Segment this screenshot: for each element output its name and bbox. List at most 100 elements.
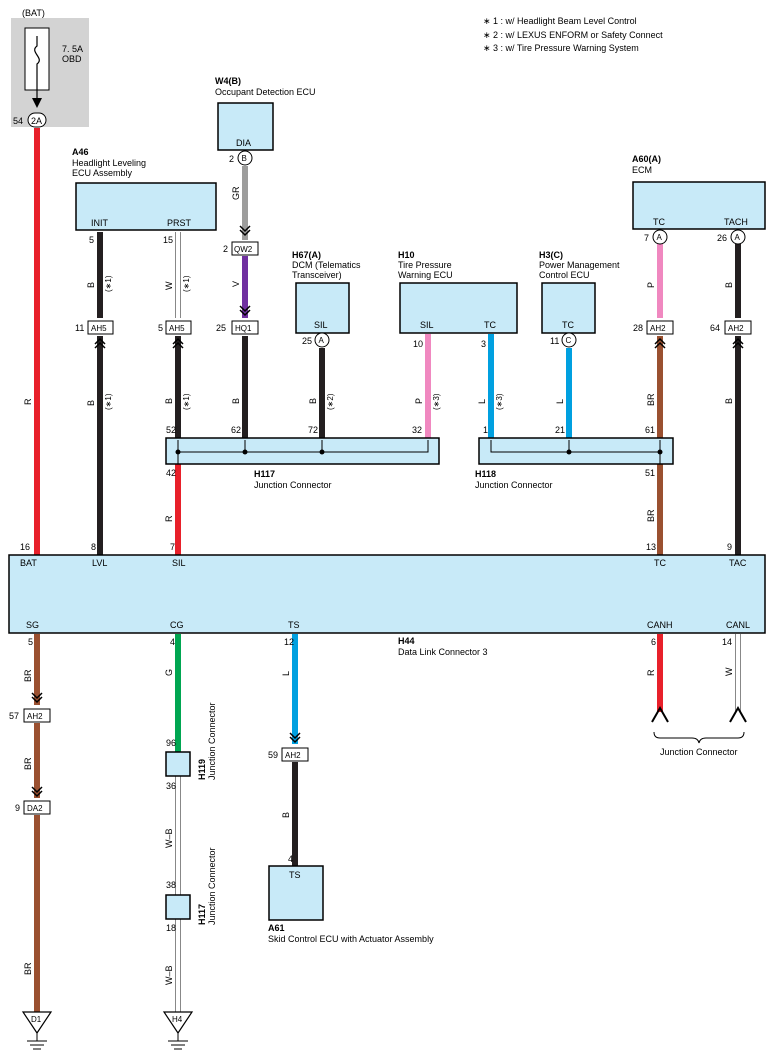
d1-triangle-icon	[21, 1011, 53, 1035]
a61-pin: 4	[288, 854, 293, 864]
a60-code: A60(A)	[632, 154, 661, 164]
ah2-tach-name: AH2	[728, 324, 744, 333]
lbl-hq1-b: B	[231, 398, 241, 404]
note-2: ∗ 2 : w/ LEXUS ENFORM or Safety Connect	[483, 30, 663, 40]
h118-name: Junction Connector	[475, 480, 553, 490]
ah2-ts-box	[281, 747, 309, 762]
lbl-v: V	[231, 281, 241, 287]
qw2-pin: 2	[223, 244, 228, 254]
h3-pin: 11	[550, 336, 559, 346]
ah2-tach-arrow-icon	[732, 337, 744, 349]
h117-name: Junction Connector	[254, 480, 332, 490]
ah5-a-box	[87, 320, 114, 335]
h118-bus	[490, 440, 661, 453]
hq1-name: HQ1	[235, 324, 252, 333]
canl-arrow-icon	[729, 705, 747, 723]
a46-code: A46	[72, 147, 89, 157]
h119-pin-bottom: 36	[166, 781, 176, 791]
h118-pin-3: 61	[645, 425, 655, 435]
ground-h4: H4	[162, 1011, 194, 1050]
h67-code: H67(A)	[292, 250, 321, 260]
h3-conn-circle	[561, 332, 577, 348]
ah5-b-pin: 5	[158, 323, 163, 333]
a46-pin-init: 5	[89, 235, 94, 245]
lbl-tac-b: B	[724, 398, 734, 404]
a60-conn-tc: A	[657, 233, 663, 242]
h44-term-tac: TAC	[729, 558, 747, 568]
h118-pin-2: 21	[555, 425, 565, 435]
a46-t-init: INIT	[91, 218, 109, 228]
h67-name2: Transceiver)	[292, 270, 342, 280]
h44-pin-bat: 16	[20, 542, 30, 552]
bat-pin: 54	[13, 116, 23, 126]
lbl-prst-s1: (∗1)	[182, 275, 191, 292]
fuse-block-shade	[11, 18, 89, 127]
can-junction: Junction Connector	[651, 705, 747, 757]
h3-box	[541, 282, 596, 334]
h44-term-ts: TS	[288, 620, 300, 630]
h44-pin-tc: 13	[646, 542, 656, 552]
h117-code: H117	[254, 469, 275, 479]
h3-name1: Power Management	[539, 260, 620, 270]
lbl-canl-w: W	[724, 667, 734, 676]
h44-code: H44	[398, 636, 415, 646]
a60-conn-tach-circle	[730, 229, 746, 245]
h117-node-2	[242, 449, 248, 455]
h67-conn: A	[319, 336, 325, 345]
lbl-ts-b: B	[281, 812, 291, 818]
junction-h117-lower: 38 18 H117 Junction Connector	[165, 847, 217, 933]
lbl-ecm-br: BR	[646, 393, 656, 406]
ah2-sg-arrow-icon	[31, 692, 43, 704]
ah5-b-name: AH5	[169, 324, 185, 333]
h117-bus	[177, 440, 429, 453]
h44-term-canl: CANL	[726, 620, 750, 630]
can-jc-name: Junction Connector	[660, 747, 738, 757]
w4-conn-circle	[237, 150, 253, 166]
a61-box	[268, 865, 324, 921]
ah2-ts-arrow-icon	[289, 732, 301, 744]
h10-name2: Warning ECU	[398, 270, 453, 280]
headlight-leveling-ecu: A46 Headlight Leveling ECU Assembly INIT…	[72, 147, 217, 245]
h118-node-1	[566, 449, 572, 455]
ah2-sg-pin: 57	[9, 711, 19, 721]
note-1: ∗ 1 : w/ Headlight Beam Level Control	[483, 16, 637, 26]
h67-conn-circle	[314, 332, 330, 348]
bat-label: (BAT)	[22, 8, 45, 18]
da2-pin: 9	[15, 803, 20, 813]
lbl-canh-r: R	[646, 669, 656, 676]
h3-name2: Control ECU	[539, 270, 590, 280]
ah5-b-arrow-icon	[172, 337, 184, 349]
a60-box	[632, 181, 766, 230]
lbl-tpms-p-s3: (∗3)	[432, 393, 441, 410]
a46-pin-prst: 15	[163, 235, 173, 245]
h44-term-tc: TC	[654, 558, 666, 568]
ah2-tc-name: AH2	[650, 324, 666, 333]
ah5-a-arrow-icon	[94, 337, 106, 349]
bat-connector: 2A	[31, 116, 42, 126]
lbl-tpms-l-s3: (∗3)	[495, 393, 504, 410]
lbl-init-b: B	[86, 282, 96, 288]
lbl-sg-br-1: BR	[23, 669, 33, 682]
h44-term-canh: CANH	[647, 620, 673, 630]
h117-pin-3: 72	[308, 425, 318, 435]
h67-pin: 25	[302, 336, 312, 346]
h44-pin-cg: 4	[170, 637, 175, 647]
ah2-tc-pin: 28	[633, 323, 643, 333]
h119-pin-top: 96	[166, 738, 176, 748]
da2-box	[23, 800, 51, 815]
h3-terminal: TC	[562, 320, 574, 330]
lbl-tpms-l: L	[477, 399, 487, 404]
h117b-pin-top: 38	[166, 880, 176, 890]
lbl-lvl-b: B	[86, 400, 96, 406]
h4-label: H4	[172, 1015, 183, 1024]
h117-pin-4: 32	[412, 425, 422, 435]
da2-name: DA2	[27, 804, 43, 813]
can-brace	[653, 731, 745, 744]
fuse-name: OBD	[62, 54, 82, 64]
lbl-sg-br-2: BR	[23, 757, 33, 770]
h118-node-2	[657, 449, 663, 455]
h67-terminal: SIL	[314, 320, 328, 330]
h10-pin-tc: 3	[481, 339, 486, 349]
h119-name: Junction Connector	[207, 702, 217, 780]
